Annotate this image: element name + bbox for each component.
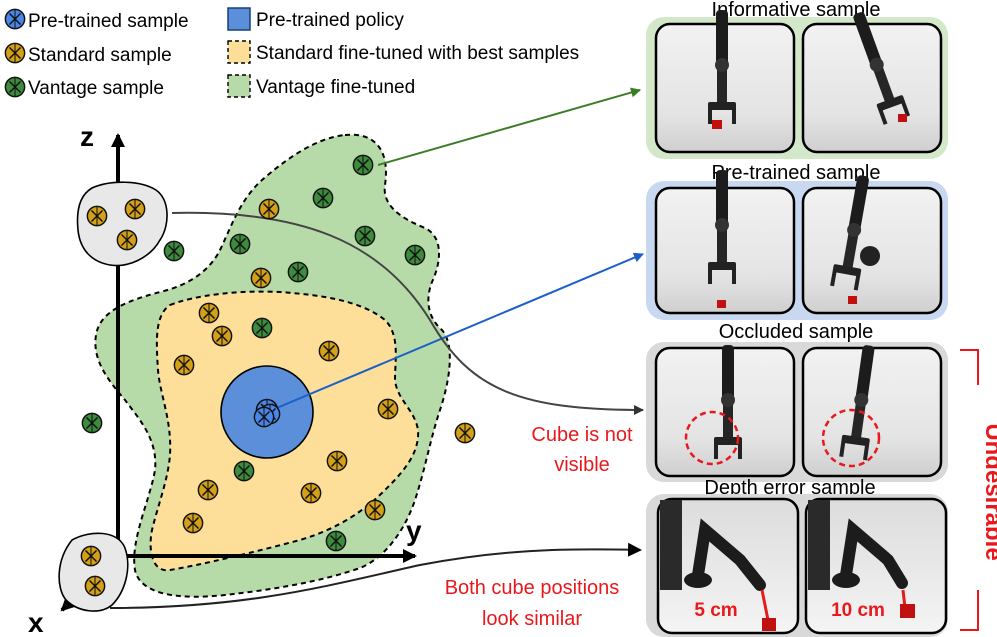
- undesirable-bracket: Undesirable: [960, 349, 997, 631]
- vantage-region-swatch: [227, 74, 251, 98]
- robot-photo-depth-right: 10 cm: [804, 497, 948, 635]
- panel-title-informative: Informative sample: [712, 0, 881, 21]
- cluster-bottom: [58, 532, 129, 612]
- legend-standard-sample: Standard sample: [28, 45, 172, 66]
- cube-not-visible-line1: Cube is not: [531, 424, 633, 446]
- panel-occluded: Occluded sample: [646, 321, 948, 482]
- panel-title-depth-error: Depth error sample: [704, 477, 875, 499]
- policy-swatch: [227, 7, 251, 31]
- distance-label-10cm: 10 cm: [831, 600, 885, 621]
- panel-depth-error: Depth error sample 5 cm 10 cm: [646, 477, 948, 637]
- distance-label-5cm: 5 cm: [694, 600, 737, 621]
- both-cube-line1: Both cube positions: [445, 577, 620, 599]
- arrow-to-pretrained: [271, 252, 644, 411]
- panel-pretrained: Pre-trained sample: [646, 162, 948, 320]
- robot-photo-pretrained-right: [801, 173, 943, 315]
- robot-photo-occluded-right: [801, 343, 943, 478]
- panel-title-pretrained: Pre-trained sample: [712, 162, 881, 184]
- pretrained-marker-icon: [4, 8, 26, 30]
- arrow-to-informative: [377, 87, 641, 166]
- robot-photo-informative-right: [801, 8, 943, 154]
- arrow-to-depth-error: [109, 542, 642, 609]
- both-cube-line2: look similar: [482, 608, 582, 630]
- z-axis-label: z: [80, 121, 94, 152]
- y-axis-label: y: [406, 515, 422, 546]
- x-axis-label: x: [28, 607, 44, 637]
- legend-pretrained-policy: Pre-trained policy: [256, 10, 404, 31]
- arrow-to-occluded: [171, 211, 644, 415]
- occlusion-circle-right: [821, 408, 881, 468]
- legend-standard-finetuned: Standard fine-tuned with best samples: [256, 43, 579, 64]
- robot-photo-informative-left: [654, 10, 796, 154]
- robot-photo-occluded-left: [654, 345, 796, 478]
- undesirable-label: Undesirable: [980, 423, 997, 560]
- robot-photo-depth-left: 5 cm: [656, 497, 800, 635]
- standard-marker-icon: [4, 42, 26, 64]
- legend-vantage-finetuned: Vantage fine-tuned: [256, 77, 415, 98]
- robot-photo-pretrained-left: [654, 170, 796, 315]
- legend: Pre-trained sample Standard sample Vanta…: [4, 7, 579, 99]
- cube-not-visible-line2: visible: [554, 454, 610, 476]
- standard-region-swatch: [227, 40, 251, 64]
- panel-informative: Informative sample: [646, 0, 948, 159]
- vantage-marker-icon: [4, 76, 26, 98]
- occlusion-circle-left: [684, 410, 740, 466]
- panel-title-occluded: Occluded sample: [719, 321, 874, 343]
- legend-vantage-sample: Vantage sample: [28, 78, 164, 99]
- legend-pretrained-sample: Pre-trained sample: [28, 11, 189, 32]
- pretrained-markers: [253, 398, 281, 428]
- cluster-top: [76, 181, 168, 267]
